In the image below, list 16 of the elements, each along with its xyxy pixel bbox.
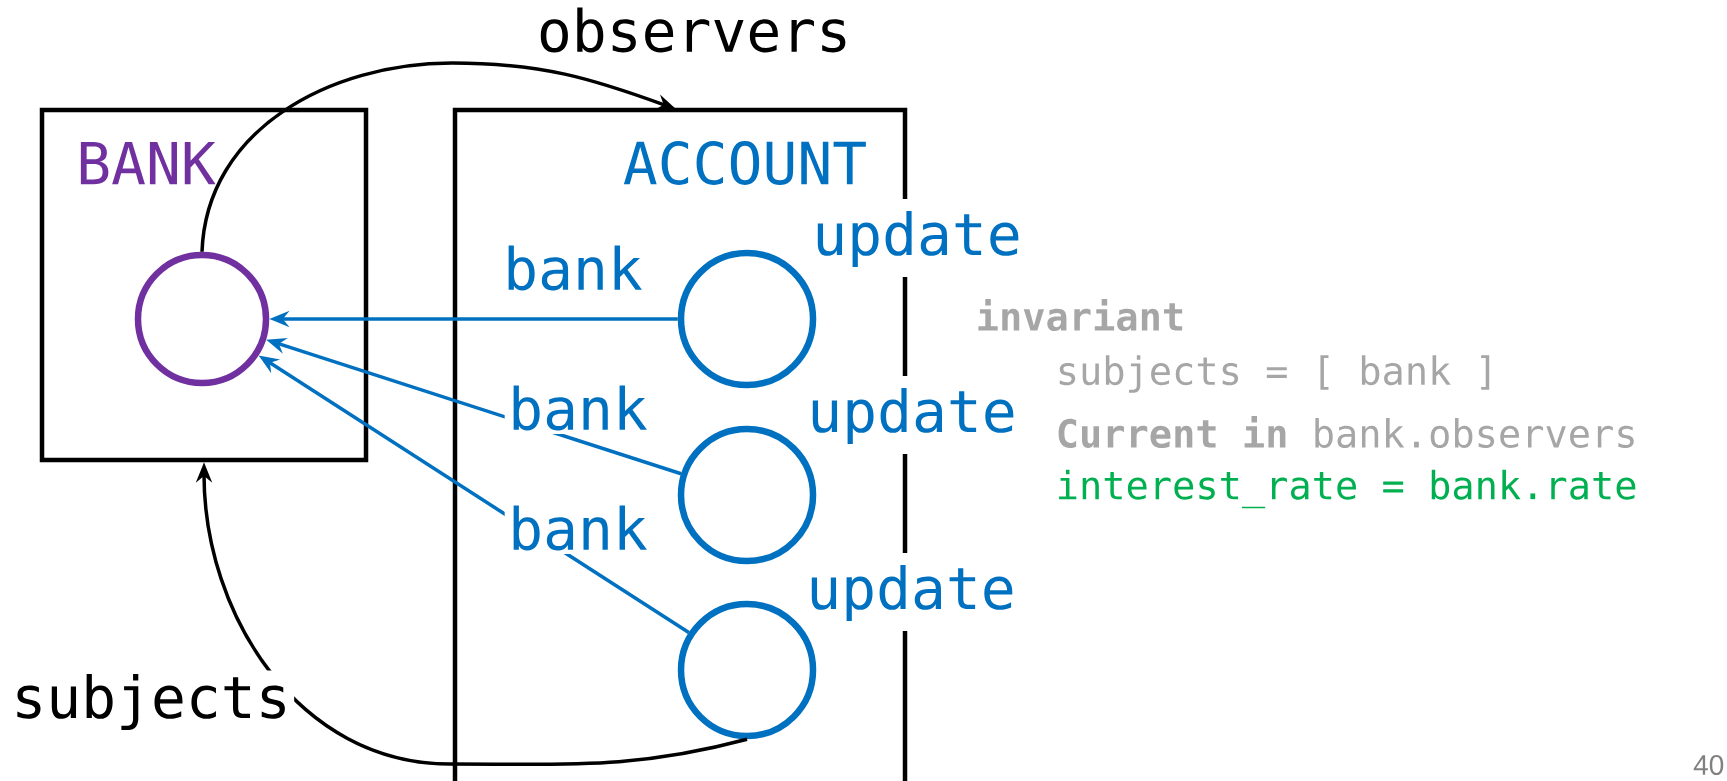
code-line: Current in bank.observers xyxy=(1058,416,1634,448)
code-line: subjects = [ bank ] xyxy=(1059,355,1490,393)
method-label: update xyxy=(817,210,1019,268)
code-line: invariant xyxy=(978,299,1183,331)
edge-label: subjects xyxy=(7,670,295,734)
object-circle xyxy=(134,251,270,387)
code-line: interest_rate = bank.rate xyxy=(1059,469,1636,509)
edge-label: bank xyxy=(504,502,652,554)
method-label: update xyxy=(811,565,1013,622)
method-label: update xyxy=(812,388,1014,445)
edge-label: bank xyxy=(504,382,652,434)
object-circle xyxy=(677,249,817,389)
bank-box: BANK xyxy=(39,107,369,463)
page-number: 40 xyxy=(1693,755,1724,775)
edge-label: bank xyxy=(499,242,647,294)
edge-label: observers xyxy=(533,4,855,56)
